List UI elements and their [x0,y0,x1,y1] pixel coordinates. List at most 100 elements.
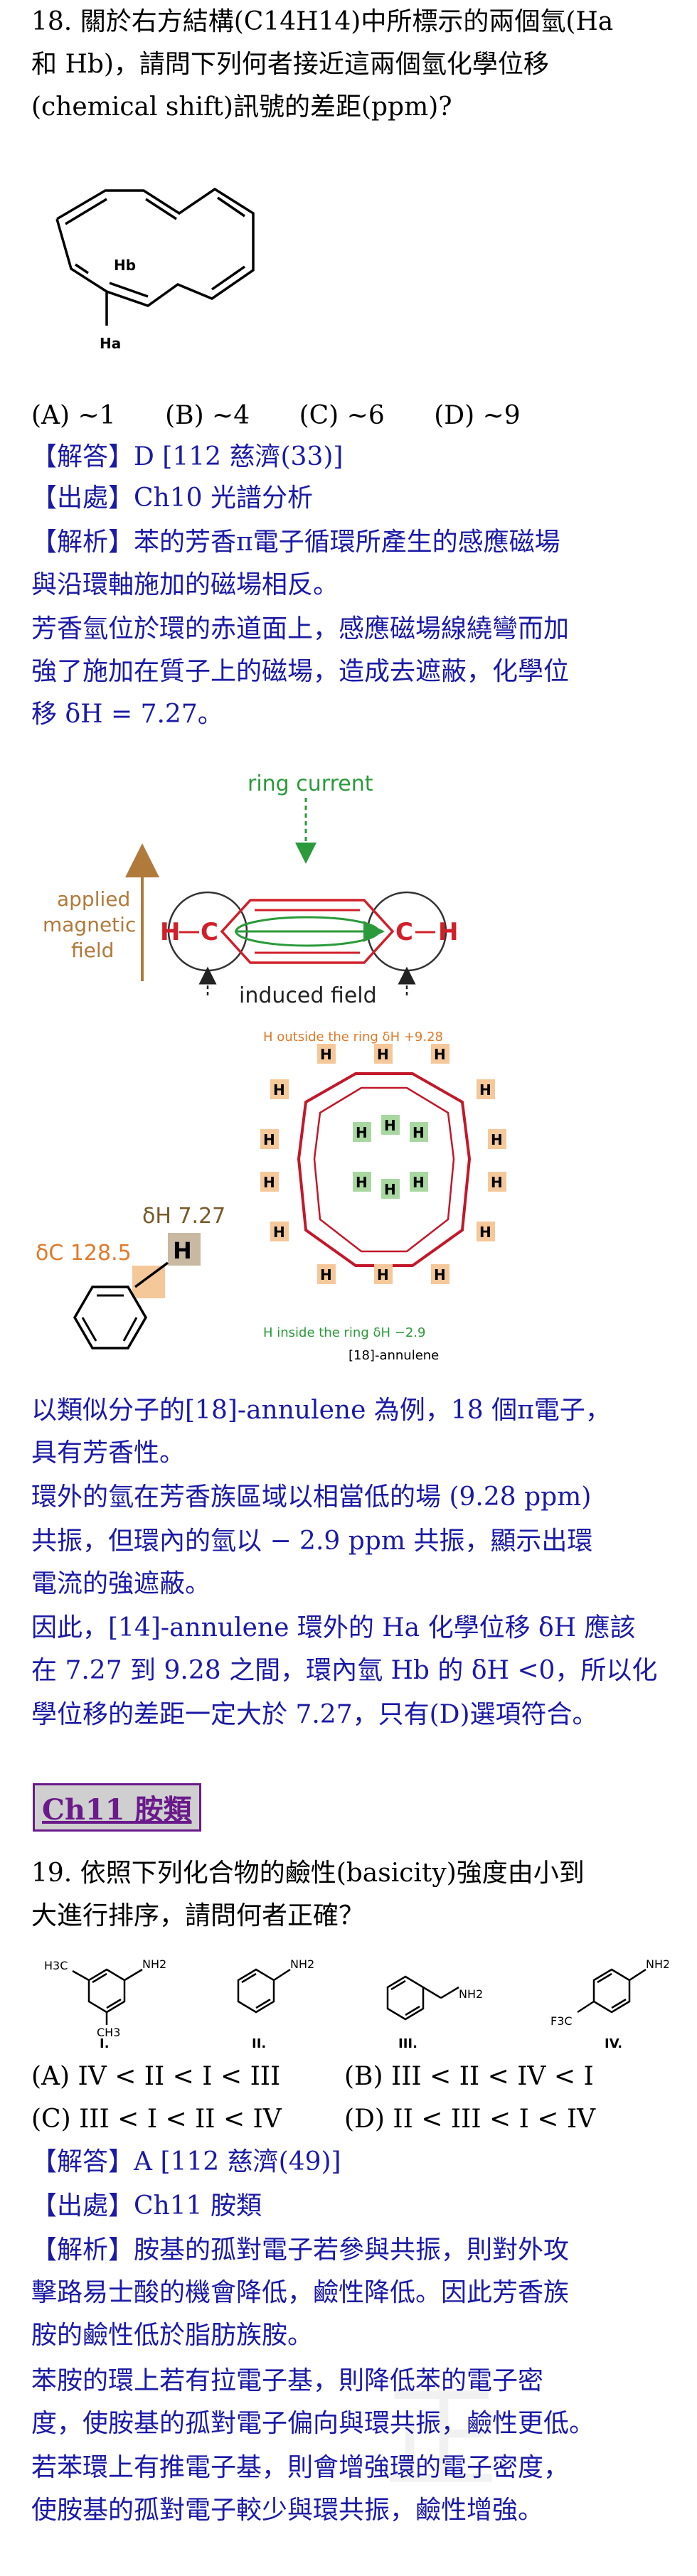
outside-label: H outside the ring δH +9.28 [263,1030,443,1044]
inside-hydrogen: H [356,1124,368,1141]
compound-ii [237,1968,291,2014]
q18-expl-5: 移 δH = 7.27。 [31,700,223,729]
benzene-ring-edge [220,899,395,964]
q18-expl-1: 【解析】苯的芳香π電子循環所產生的感應磁場 [31,528,560,557]
q19-source: 【出處】Ch11 胺類 [31,2191,262,2220]
ring-current-label: ring current [248,771,373,796]
q18-line1: 18. 關於右方結構(C14H14)中所標示的兩個氫(Ha [31,7,614,36]
benzene-figure: δH 7.27 δC 128.5 H [36,1204,225,1350]
q19-option-d: (D) II < III < I < IV [344,2105,596,2134]
compound-iii-nh2: NH2 [459,1987,483,2001]
q18-source: 【出處】Ch10 光譜分析 [31,483,313,513]
outside-hydrogen: H [273,1224,285,1241]
q19-line2: 大進行排序，請問何者正確？ [31,1901,365,1930]
inside-hydrogen: H [384,1117,396,1134]
outside-hydrogen: H [479,1224,491,1241]
expl-b-8: 學位移的差距一定大於 7.27，只有(D)選項符合。 [31,1700,598,1729]
expl-b-2: 具有芳香性。 [31,1438,186,1468]
outside-hydrogen-box [270,1079,289,1099]
inside-hydrogen-box [353,1122,371,1142]
hb-label: Hb [114,257,136,274]
outside-hydrogen-box [374,1044,393,1064]
applied-label-3: field [71,939,114,962]
outside-hydrogen-box [488,1129,506,1149]
q18-option-d: (D) ~9 [434,401,521,430]
inside-hydrogen: H [356,1174,368,1191]
inside-label: H inside the ring δH −2.9 [263,1325,425,1340]
annulene-bonds [55,187,255,326]
q19-line1: 19. 依照下列化合物的鹼性(basicity)強度由小到 [31,1859,585,1888]
q18-expl-2: 與沿環軸施加的磁場相反。 [31,570,339,599]
dc-label: δC 128.5 [36,1241,132,1266]
outside-hydrogen-box [317,1264,336,1284]
compound-ii-nh2: NH2 [290,1957,314,1971]
outside-hydrogen: H [263,1174,275,1191]
outside-hydrogen: H [491,1131,503,1148]
outside-hydrogen-box [488,1172,506,1192]
annulene-14-structure: Hb Ha [55,187,255,352]
compound-i [72,1968,143,2025]
q18-line2: 和 Hb)，請問下列何者接近這兩個氫化學位移 [31,50,549,79]
q18-option-a: (A) ~1 [31,401,116,430]
annulene-18-ring [297,1072,472,1267]
outside-hydrogen: H [479,1081,491,1099]
inside-hydrogen-box [353,1172,371,1192]
benzene-h-label: H [173,1237,192,1264]
label-iv: IV. [605,2036,622,2048]
outside-hydrogen-box [260,1129,279,1149]
expl-b-6: 因此，[14]-annulene 環外的 Ha 化學位移 δH 應該 [31,1613,636,1642]
outside-hydrogen: H [491,1174,503,1191]
q19-expl-5: 度，使胺基的孤對電子偏向與環共振，鹼性更低。 [31,2409,595,2438]
c-right-label: C [395,918,413,946]
chapter-heading: Ch11 胺類 [33,1783,201,1832]
expl-b-4: 共振，但環內的氫以 − 2.9 ppm 共振，顯示出環 [31,1527,593,1556]
applied-label-1: applied [57,887,130,911]
q19-option-c: (C) III < I < II < IV [31,2105,282,2134]
compound-i-ch3-a: H3C [44,1959,68,1972]
inside-hydrogen: H [384,1181,396,1198]
inside-hydrogen: H [413,1174,425,1191]
expl-b-7: 在 7.27 到 9.28 之間，環內氫 Hb 的 δH <0，所以化 [31,1656,658,1685]
c-left-label: C [201,918,218,946]
compound-i-ch3-b: CH3 [97,2026,120,2039]
q19-expl-7: 使胺基的孤對電子較少與環共振，鹼性增強。 [31,2496,544,2525]
ha-label: Ha [100,335,121,352]
q19-expl-3: 胺的鹼性低於脂肪族胺。 [31,2321,314,2350]
outside-hydrogen: H [273,1081,285,1099]
q19-expl-6: 若苯環上有推電子基，則會增強環的電子密度， [31,2453,570,2482]
compound-i-nh2: NH2 [142,1957,166,1971]
q18-option-c: (C) ~6 [299,401,385,430]
q19-compounds: H3C NH2 CH3 I. NH2 II. NH2 III. NH2 F3C … [44,1957,669,2048]
q19-option-b: (B) III < II < IV < I [344,2062,594,2091]
ring-current-figure: ring current applied magnetic field H C … [43,771,458,1008]
outside-hydrogen: H [320,1046,332,1063]
h-left-label: H [160,918,180,946]
outside-hydrogen: H [263,1131,275,1148]
outside-hydrogen-box [260,1172,279,1192]
q18-options: (A) ~1 (B) ~4 (C) ~6 (D) ~9 [31,395,562,437]
induced-field-label: induced field [239,983,377,1008]
outside-hydrogen: H [320,1266,332,1283]
q19-expl-1: 【解析】胺基的孤對電子若參與共振，則對外攻 [31,2235,570,2265]
expl-b-1: 以類似分子的[18]-annulene 為例，18 個π電子， [31,1396,611,1425]
q19-expl-2: 擊路易士酸的機會降低，鹼性降低。因此芳香族 [31,2278,570,2307]
q18-answer: 【解答】D [112 慈濟(33)] [31,442,344,471]
label-iii: III. [398,2036,417,2048]
compound-iii [386,1975,459,2021]
q18-option-b: (B) ~4 [165,401,250,430]
q18-expl-4: 強了施加在質子上的磁場，造成去遮蔽，化學位 [31,657,570,686]
h-right-label: H [438,918,458,946]
q18-expl-3: 芳香氫位於環的赤道面上，感應磁場線繞彎而加 [31,614,570,643]
annulene-18-name: [18]-annulene [348,1348,439,1363]
dh-label: δH 7.27 [142,1204,225,1229]
label-i: I. [100,2036,110,2048]
outside-hydrogen-box [431,1264,449,1284]
q19-option-a: (A) IV < II < I < III [31,2062,281,2091]
inside-hydrogen: H [413,1124,425,1141]
compound-iv-cf3: F3C [550,2014,573,2028]
outside-hydrogen-box [431,1044,449,1064]
outside-hydrogen: H [377,1266,389,1283]
